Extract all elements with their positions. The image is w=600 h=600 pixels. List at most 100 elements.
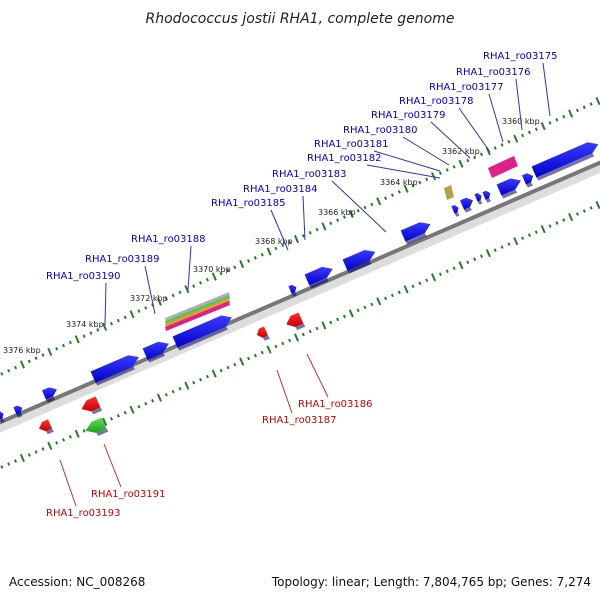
reverse-callout-line	[276, 369, 293, 414]
forward-gene-label: RHA1_ro03184	[243, 184, 318, 195]
lower-scale-tick	[55, 441, 59, 445]
lower-scale-tick	[144, 401, 148, 406]
lower-scale-tick	[521, 236, 525, 240]
lower-scale-tick	[156, 393, 162, 402]
lower-scale-tick	[253, 353, 257, 358]
upper-scale-tick	[370, 202, 374, 207]
upper-scale-tick	[205, 277, 209, 282]
upper-scale-tick	[171, 293, 175, 298]
forward-callout-line	[187, 245, 192, 291]
forward-callout-line	[430, 121, 471, 159]
lower-scale-tick	[555, 221, 559, 225]
upper-scale-tick	[7, 368, 11, 373]
upper-scale-tick	[274, 246, 278, 251]
upper-scale-tick	[129, 310, 135, 319]
upper-scale-tick	[82, 334, 86, 339]
lower-scale-tick	[171, 389, 175, 394]
upper-scale-tick	[376, 197, 382, 206]
reverse-gene-arrow-shade	[295, 323, 306, 330]
genome-summary-text: Topology: linear; Length: 7,804,765 bp; …	[271, 575, 591, 589]
lower-scale-tick	[589, 206, 593, 210]
upper-scale-tick	[137, 309, 141, 313]
upper-scale-tick	[452, 165, 456, 169]
upper-scale-tick	[74, 335, 80, 344]
upper-scale-tick	[568, 109, 574, 118]
forward-gene-arrow	[342, 250, 376, 271]
reverse-gene-arrow-shade	[91, 407, 103, 415]
lower-scale-tick	[348, 309, 354, 318]
upper-scale-tick	[164, 296, 168, 301]
upper-scale-tick	[62, 343, 66, 348]
lower-scale-tick	[562, 218, 566, 222]
lower-scale-tick	[595, 200, 600, 210]
lower-scale-tick	[507, 242, 511, 246]
callout-layer: RHA1_ro03175RHA1_ro03176RHA1_ro03177RHA1…	[46, 51, 558, 519]
lower-scale-tick	[293, 333, 300, 342]
upper-scale-tick	[123, 315, 127, 320]
upper-scale-tick	[534, 127, 538, 132]
lower-scale-tick	[199, 377, 203, 382]
lower-scale-tick	[356, 308, 360, 313]
lower-scale-tick	[274, 344, 278, 349]
upper-scale-tick	[329, 221, 333, 226]
lower-scale-tick	[116, 414, 120, 418]
upper-scale-tick	[102, 322, 108, 331]
lower-scale-tick	[438, 272, 442, 277]
upper-scale-tick	[301, 234, 305, 238]
forward-callout-line	[366, 164, 441, 179]
forward-gene-arrow-shade	[177, 326, 228, 351]
upper-scale-tick	[390, 193, 394, 197]
gene-layer	[0, 142, 599, 436]
lower-scale-tick	[479, 254, 484, 258]
upper-scale-tick	[0, 372, 4, 376]
lower-scale-tick	[452, 266, 456, 271]
upper-scale-tick	[363, 205, 367, 210]
scale-label: 3362 kbp	[442, 147, 480, 156]
forward-gene-label: RHA1_ro03178	[399, 96, 474, 107]
upper-scale-tick	[595, 96, 600, 106]
lower-scale-tick	[473, 257, 477, 261]
upper-scale-tick	[308, 230, 312, 235]
lower-scale-tick	[534, 230, 538, 234]
forward-gene-label: RHA1_ro03180	[343, 125, 418, 136]
upper-scale-tick	[466, 158, 470, 163]
forward-gene-label: RHA1_ro03185	[211, 198, 286, 209]
forward-gene-arrow-shade	[485, 198, 492, 203]
reverse-gene-label: RHA1_ro03193	[46, 508, 121, 519]
upper-scale-tick	[226, 268, 230, 273]
upper-scale-tick	[548, 121, 552, 125]
upper-scale-tick	[589, 102, 593, 106]
lower-scale-tick	[62, 438, 66, 442]
lower-scale-tick	[493, 248, 497, 252]
forward-callout-line	[104, 282, 107, 326]
forward-gene-label: RHA1_ro03175	[483, 51, 558, 62]
forward-callout-line	[373, 150, 441, 172]
lower-scale-tick	[390, 293, 394, 298]
upper-scale-tick	[342, 215, 346, 219]
upper-scale-tick	[479, 152, 484, 157]
upper-scale-tick	[178, 290, 182, 295]
lower-scale-tick	[19, 453, 25, 463]
upper-scale-tick	[116, 318, 120, 323]
lower-scale-tick	[431, 273, 437, 282]
upper-scale-tick	[199, 281, 203, 285]
forward-gene-arrow-shade	[536, 153, 595, 181]
upper-scale-tick	[192, 284, 196, 288]
forward-gene-label: RHA1_ro03179	[371, 110, 446, 121]
upper-scale-tick	[47, 347, 53, 356]
upper-scale-tick	[348, 209, 354, 218]
upper-scale-tick	[260, 252, 264, 257]
upper-scale-tick	[41, 353, 45, 357]
upper-scale-tick	[96, 328, 100, 332]
forward-gene-arrow-shade	[477, 200, 483, 205]
lower-scale-tick	[41, 447, 45, 451]
upper-scale-tick	[500, 143, 504, 147]
upper-scale-tick	[144, 306, 148, 310]
reverse-gene-arrow-green	[85, 417, 107, 433]
lower-scale-tick	[164, 392, 168, 397]
forward-callout-line	[144, 265, 156, 315]
upper-scale-tick	[239, 260, 245, 269]
upper-scale-tick	[411, 183, 415, 188]
lower-scale-tick	[34, 450, 38, 454]
forward-gene-arrow	[288, 284, 297, 294]
